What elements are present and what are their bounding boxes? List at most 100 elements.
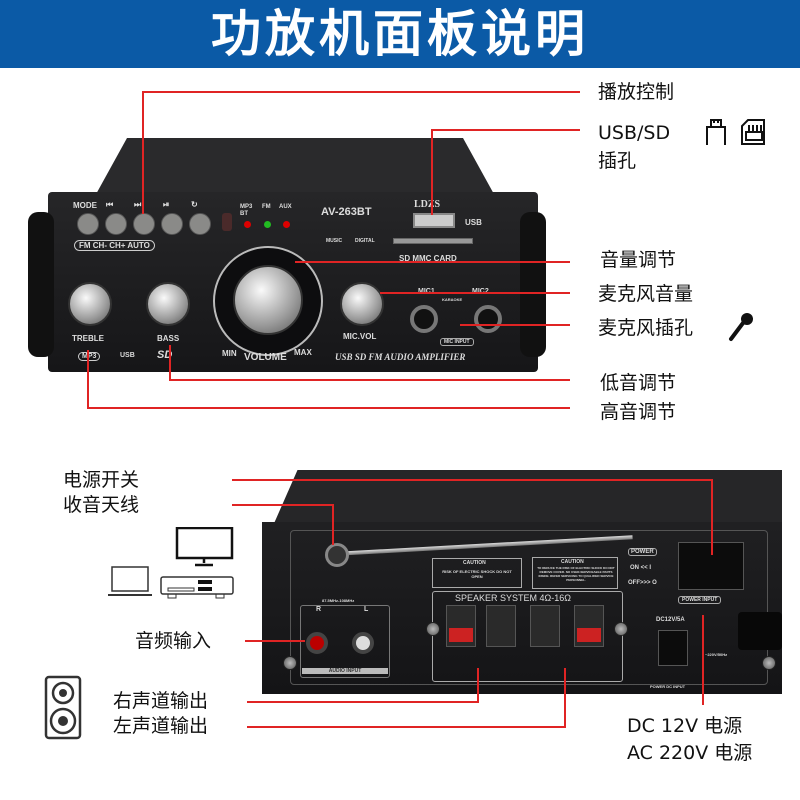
leader-playback xyxy=(142,91,580,214)
play-label: ⏯ xyxy=(163,200,170,209)
screw xyxy=(614,622,628,636)
label-power-switch: 电源开关 xyxy=(63,469,140,491)
mp3-bt-indicator-label: MP3 BT xyxy=(240,204,253,217)
rca-left-jack[interactable] xyxy=(352,632,374,654)
label-ac-power: AC 220V 电源 xyxy=(627,742,753,764)
fm-range-label: 87.5MHz-108MHz xyxy=(322,598,355,603)
usb-logo: USB xyxy=(120,352,135,359)
leader-antenna xyxy=(232,504,334,545)
bass-label: BASS xyxy=(157,334,180,343)
caution-text: RISK OF ELECTRIC SHOCK DO NOT OPEN xyxy=(442,569,512,579)
mp3-logo: MP3 xyxy=(78,352,101,361)
caution-box-2: CAUTION TO REDUCE THE RISK OF ELECTRIC S… xyxy=(532,557,618,589)
play-pause-button[interactable] xyxy=(161,213,183,235)
ac-rating-label: ~220V/50Hz xyxy=(705,652,728,657)
model-label: AV-263BT xyxy=(321,206,372,218)
aux-indicator-label: AUX xyxy=(279,204,292,210)
repeat-button[interactable] xyxy=(189,213,211,235)
music-label: MUSIC xyxy=(326,238,343,244)
speaker-icon xyxy=(44,675,82,740)
label-usb-sd: USB/SD xyxy=(598,122,671,144)
mode-button[interactable] xyxy=(77,213,99,235)
antenna-base xyxy=(325,543,349,567)
screw xyxy=(426,622,440,636)
leader-right-out xyxy=(247,668,479,703)
mic-input-label: MIC INPUT xyxy=(440,338,474,346)
off-label: OFF>>> O xyxy=(628,580,657,586)
label-mic-jack: 麦克风插孔 xyxy=(598,317,694,339)
treble-knob[interactable] xyxy=(68,282,112,326)
caution-box-1: CAUTION RISK OF ELECTRIC SHOCK DO NOT OP… xyxy=(432,558,522,588)
screw xyxy=(762,656,776,670)
device-top xyxy=(95,138,495,196)
mic1-jack[interactable] xyxy=(410,305,438,333)
repeat-label: ↻ xyxy=(191,200,198,209)
power-input-label: POWER INPUT xyxy=(678,596,722,604)
screw xyxy=(283,656,297,670)
audio-input-label: AUDIO INPUT xyxy=(302,668,388,674)
ac-power-cord xyxy=(738,612,782,650)
leader-power-switch xyxy=(232,479,713,555)
volume-label: VOLUME xyxy=(244,352,287,363)
fm-led xyxy=(264,221,271,228)
handle-left xyxy=(28,212,54,357)
volume-min-label: MIN xyxy=(222,349,237,358)
mic-volume-knob[interactable] xyxy=(340,282,384,326)
leader-bass xyxy=(169,345,570,381)
tv-icon xyxy=(175,527,234,567)
speaker-terminal-l-minus[interactable] xyxy=(530,605,560,647)
sd-card-icon xyxy=(741,119,765,145)
volume-max-label: MAX xyxy=(294,348,312,357)
page-title: 功放机面板说明 xyxy=(0,0,800,68)
dvd-player-icon xyxy=(160,576,234,599)
leader-treble xyxy=(87,350,570,409)
aux-led xyxy=(283,221,290,228)
mode-label: MODE xyxy=(73,201,97,210)
dc-rating-label: DC12V/5A xyxy=(656,617,685,623)
right-channel-label: R xyxy=(316,606,322,613)
digital-label: DIGITAL xyxy=(355,238,375,244)
fm-ch-labels: FM CH- CH+ AUTO xyxy=(74,240,155,251)
usb-label: USB xyxy=(465,218,482,227)
label-treble: 高音调节 xyxy=(600,401,677,423)
sd-card-label: SD MMC CARD xyxy=(399,254,457,263)
laptop-icon xyxy=(108,566,152,596)
power-dc-input-label: POWER DC INPUT xyxy=(650,684,686,689)
ir-receiver xyxy=(222,213,232,231)
treble-label: TREBLE xyxy=(72,334,104,343)
label-usb-sd-jack: 插孔 xyxy=(598,150,637,172)
prev-button[interactable] xyxy=(105,213,127,235)
label-dc-power: DC 12V 电源 xyxy=(627,715,743,737)
usb-port[interactable] xyxy=(413,213,455,228)
speaker-terminal-box xyxy=(432,591,623,682)
label-right-channel-output: 右声道输出 xyxy=(113,690,209,712)
mic2-label: MIC2 xyxy=(472,288,489,295)
bass-knob[interactable] xyxy=(146,282,190,326)
mic1-label: MIC1 xyxy=(418,288,435,295)
speaker-system-label: SPEAKER SYSTEM 4Ω-16Ω xyxy=(455,593,571,603)
speaker-terminal-r-minus[interactable] xyxy=(486,605,516,647)
mic2-jack[interactable] xyxy=(474,305,502,333)
left-channel-label: L xyxy=(364,606,369,613)
mp3-led xyxy=(244,221,251,228)
power-label: POWER xyxy=(628,548,657,556)
next-label: ⏭ xyxy=(134,200,142,209)
caution-title: CAUTION xyxy=(463,560,486,566)
leader-left-out xyxy=(247,668,566,728)
label-playback: 播放控制 xyxy=(598,81,675,103)
fm-indicator-label: FM xyxy=(262,204,271,210)
dc-power-jack[interactable] xyxy=(658,630,688,666)
label-bass: 低音调节 xyxy=(600,372,677,394)
label-mic-volume: 麦克风音量 xyxy=(598,283,694,305)
label-left-channel-output: 左声道输出 xyxy=(113,715,209,737)
caution-title: CAUTION xyxy=(561,559,584,565)
leader-usb-sd xyxy=(431,129,580,215)
caution-text: TO REDUCE THE RISK OF ELECTRIC SHOCK DO … xyxy=(537,566,615,582)
sd-card-slot[interactable] xyxy=(393,238,473,244)
volume-knob[interactable] xyxy=(233,265,303,335)
rca-right-jack[interactable] xyxy=(306,632,328,654)
label-antenna: 收音天线 xyxy=(63,494,140,516)
brand-logo: LDZS xyxy=(414,199,441,210)
back-plate xyxy=(290,530,768,685)
